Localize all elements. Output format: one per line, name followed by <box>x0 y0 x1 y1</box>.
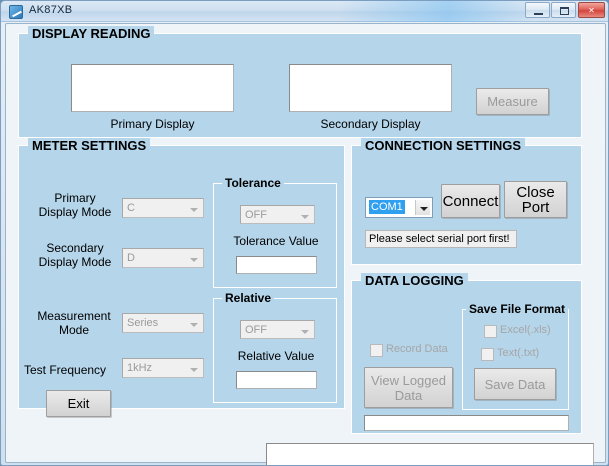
primary-display-mode-label: Primary Display Mode <box>29 191 121 219</box>
chevron-down-icon[interactable] <box>415 200 430 215</box>
test-frequency-value: 1kHz <box>127 362 153 374</box>
relative-group: Relative OFF Relative Value <box>213 291 337 403</box>
secondary-display-label: Secondary Display <box>320 117 421 131</box>
close-port-button[interactable]: Close Port <box>504 181 567 218</box>
primary-display-mode-label-line1: Primary <box>54 191 96 205</box>
chevron-down-icon[interactable] <box>186 201 201 215</box>
secondary-display-mode-label-line2: Display Mode <box>38 255 112 269</box>
measurement-mode-value: Series <box>127 317 159 329</box>
com-port-value: COM1 <box>369 200 405 214</box>
secondary-display-field[interactable] <box>289 64 452 112</box>
tolerance-mode-value: OFF <box>245 209 267 221</box>
relative-mode-combo[interactable]: OFF <box>240 320 315 339</box>
close-port-label-line2: Port <box>521 198 550 216</box>
measurement-mode-label: Measurement Mode <box>24 309 124 337</box>
data-logging-legend: DATA LOGGING <box>361 273 468 288</box>
save-file-format-group: Save File Format Excel(.xls) Text(.txt) … <box>462 302 569 410</box>
close-icon: ✕ <box>588 6 595 15</box>
relative-legend: Relative <box>222 291 275 305</box>
footer-output-field[interactable] <box>266 443 594 465</box>
maximize-button[interactable] <box>551 2 576 18</box>
save-file-format-legend: Save File Format <box>466 302 569 316</box>
measurement-mode-combo[interactable]: Series <box>122 313 204 333</box>
view-logged-data-label-line1: View Logged <box>371 372 446 388</box>
chevron-down-icon[interactable] <box>186 251 201 265</box>
relative-mode-value: OFF <box>245 324 267 336</box>
maximize-icon <box>560 7 569 15</box>
view-logged-data-button[interactable]: View Logged Data <box>364 367 453 408</box>
tolerance-value-label: Tolerance Value <box>233 234 319 248</box>
connection-status-message: Please select serial port first! <box>365 230 517 248</box>
primary-display-field[interactable] <box>71 64 234 112</box>
exit-button[interactable]: Exit <box>46 390 111 417</box>
test-frequency-label-line1: Test Frequency <box>24 363 107 377</box>
view-logged-data-label-line2: Data <box>394 387 423 403</box>
log-path-field[interactable] <box>364 415 569 431</box>
secondary-display-mode-label: Secondary Display Mode <box>29 241 121 269</box>
measure-button[interactable]: Measure <box>476 88 549 115</box>
tolerance-legend: Tolerance <box>222 176 284 190</box>
chevron-down-icon[interactable] <box>297 208 312 221</box>
save-format-text-checkbox[interactable]: Text(.txt) <box>481 347 539 361</box>
secondary-display-mode-combo[interactable]: D <box>122 248 204 268</box>
connect-button[interactable]: Connect <box>441 184 500 218</box>
chevron-down-icon[interactable] <box>186 316 201 330</box>
connection-settings-panel: CONNECTION SETTINGS COM1 Connect Close P… <box>351 138 582 265</box>
primary-display-mode-label-line2: Display Mode <box>38 205 112 219</box>
relative-value-field[interactable] <box>236 371 317 389</box>
primary-display-label: Primary Display <box>110 117 195 131</box>
close-button[interactable]: ✕ <box>578 2 605 18</box>
minimize-button[interactable] <box>525 2 550 18</box>
com-port-combo[interactable]: COM1 <box>365 197 433 218</box>
form-client-area: DISPLAY READING Primary Display Secondar… <box>5 23 606 465</box>
connection-settings-legend: CONNECTION SETTINGS <box>361 138 526 153</box>
primary-display-mode-combo[interactable]: C <box>122 198 204 218</box>
secondary-display-mode-value: D <box>127 252 135 264</box>
tolerance-value-field[interactable] <box>236 256 317 274</box>
measurement-mode-label-line2: Mode <box>58 323 90 337</box>
data-logging-panel: DATA LOGGING Record Data View Logged Dat… <box>351 273 582 434</box>
close-port-label-line1: Close <box>516 183 555 201</box>
save-data-button[interactable]: Save Data <box>474 368 556 400</box>
display-reading-legend: DISPLAY READING <box>28 26 155 41</box>
measurement-mode-label-line1: Measurement <box>37 309 111 323</box>
record-data-checkbox[interactable]: Record Data <box>370 343 448 357</box>
secondary-display-mode-label-line1: Secondary <box>46 241 104 255</box>
relative-value-label: Relative Value <box>237 349 315 363</box>
display-reading-panel: DISPLAY READING Primary Display Secondar… <box>18 26 582 138</box>
save-format-excel-checkbox[interactable]: Excel(.xls) <box>484 324 551 338</box>
minimize-icon <box>534 13 543 15</box>
app-icon <box>9 5 23 19</box>
meter-settings-panel: METER SETTINGS Primary Display Mode C Se… <box>18 138 345 417</box>
test-frequency-combo[interactable]: 1kHz <box>122 358 204 378</box>
test-frequency-label: Test Frequency <box>24 363 124 377</box>
tolerance-mode-combo[interactable]: OFF <box>240 205 315 224</box>
primary-display-mode-value: C <box>127 202 135 214</box>
window-title: AK87XB <box>29 4 73 16</box>
title-bar[interactable]: AK87XB ✕ <box>1 1 608 22</box>
chevron-down-icon[interactable] <box>297 323 312 336</box>
chevron-down-icon[interactable] <box>186 361 201 375</box>
titlebar-glow <box>338 1 538 22</box>
tolerance-group: Tolerance OFF Tolerance Value <box>213 176 337 288</box>
meter-settings-legend: METER SETTINGS <box>28 138 151 153</box>
